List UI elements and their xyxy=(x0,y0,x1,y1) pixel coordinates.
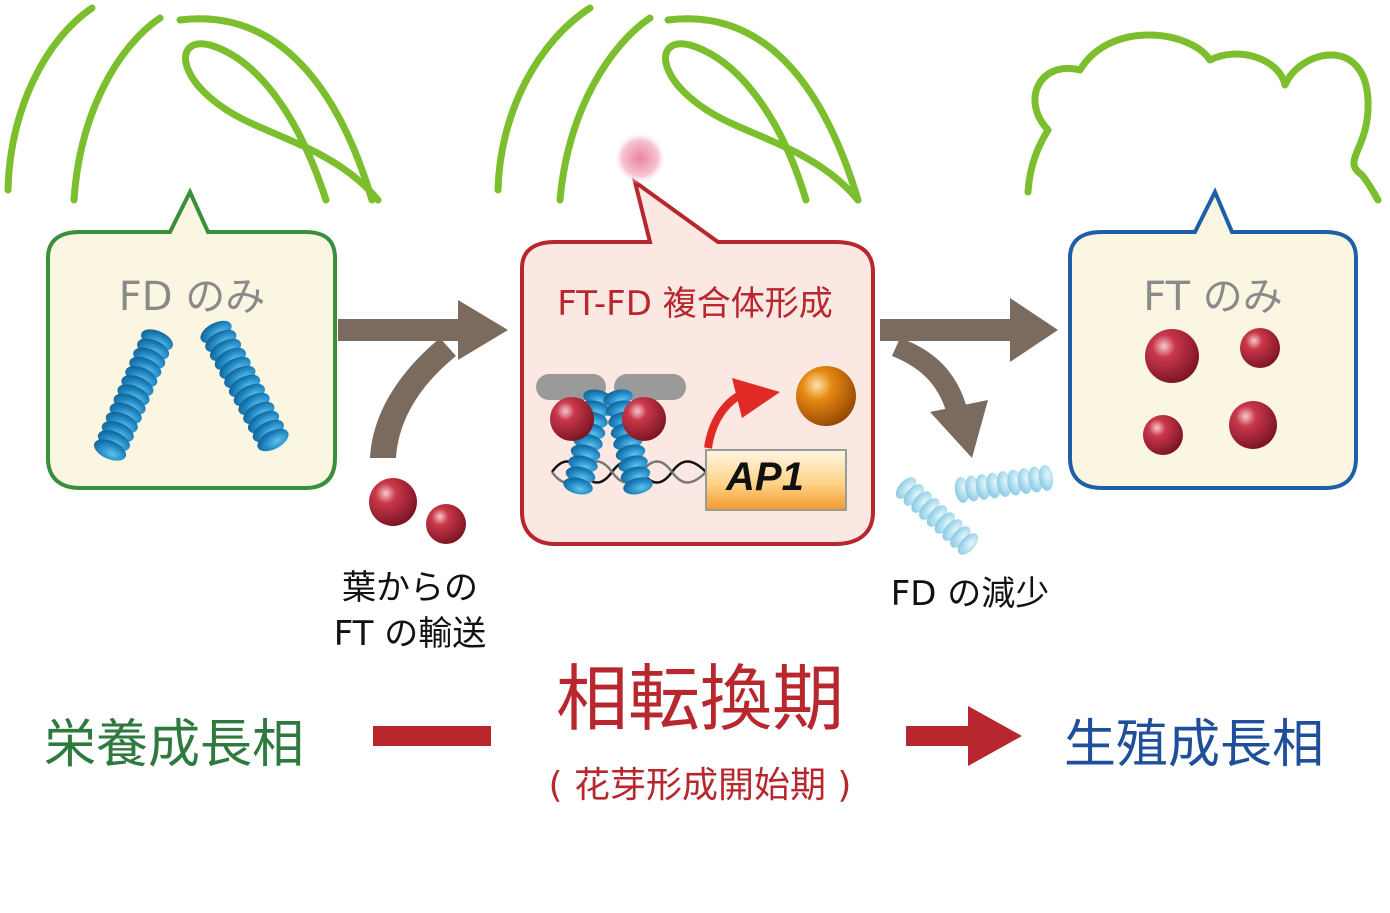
transition-phase-sublabel: ( 花芽形成開始期 ) xyxy=(548,765,852,806)
ft-protein-right-1 xyxy=(1145,329,1199,383)
protein-bead xyxy=(926,505,948,527)
fd-only-box xyxy=(46,187,337,490)
fd-protein-left-2 xyxy=(200,320,289,452)
fd-only-title: FD のみ xyxy=(118,274,266,320)
ft-protein-right-2 xyxy=(1240,328,1280,368)
leaves-center xyxy=(494,4,862,204)
flower-right xyxy=(1024,31,1382,204)
arrow-left-to-center xyxy=(338,300,508,458)
ft-protein-center-right xyxy=(622,397,666,441)
protein-bead xyxy=(942,519,963,541)
leaves-left xyxy=(4,4,382,204)
ft-only-title: FT のみ xyxy=(1143,274,1283,320)
ft-protein-center-left xyxy=(550,397,594,441)
fd-protein-faded-2 xyxy=(954,465,1054,503)
protein-bead xyxy=(93,439,127,461)
protein-bead xyxy=(957,533,979,555)
ft-protein-transport-1 xyxy=(369,478,417,526)
ap1-gene-label: AP1 xyxy=(726,455,804,499)
protein-bead xyxy=(1038,465,1054,491)
vegetative-phase-label: 栄養成長相 xyxy=(44,715,305,775)
arrow-center-to-right xyxy=(880,298,1058,458)
protein-bead xyxy=(895,477,917,499)
fd-protein-left-1 xyxy=(93,329,174,461)
transition-phase-label: 相転換期 xyxy=(555,657,844,741)
fd-decrease-note: FD の減少 xyxy=(890,574,1050,614)
florigen-glow xyxy=(614,132,666,184)
ap1-product xyxy=(796,366,856,426)
ap1-gene-box xyxy=(705,449,847,511)
phase-bar-left xyxy=(373,726,491,746)
reproductive-phase-label: 生殖成長相 xyxy=(1064,715,1325,775)
protein-bead xyxy=(950,526,971,548)
ft-protein-transport-2 xyxy=(426,504,466,544)
ft-protein-right-4 xyxy=(1229,401,1277,449)
activation-arrow-head xyxy=(732,378,780,418)
protein-bead xyxy=(563,477,593,495)
ftfd-complex-title: FT-FD 複合体形成 xyxy=(557,284,833,324)
protein-bead xyxy=(934,512,955,534)
protein-bead xyxy=(623,477,653,495)
ft-protein-right-3 xyxy=(1143,415,1183,455)
transport-note-line1: 葉からの xyxy=(342,568,478,608)
protein-bead xyxy=(257,428,289,452)
protein-bead xyxy=(903,484,924,506)
ft-only-box xyxy=(1068,187,1358,490)
protein-bead xyxy=(911,491,932,513)
transport-note-line2: FT の輸送 xyxy=(333,614,487,654)
protein-bead xyxy=(919,498,940,520)
phase-arrow-right xyxy=(906,706,1022,766)
fd-protein-faded-1 xyxy=(895,477,979,555)
